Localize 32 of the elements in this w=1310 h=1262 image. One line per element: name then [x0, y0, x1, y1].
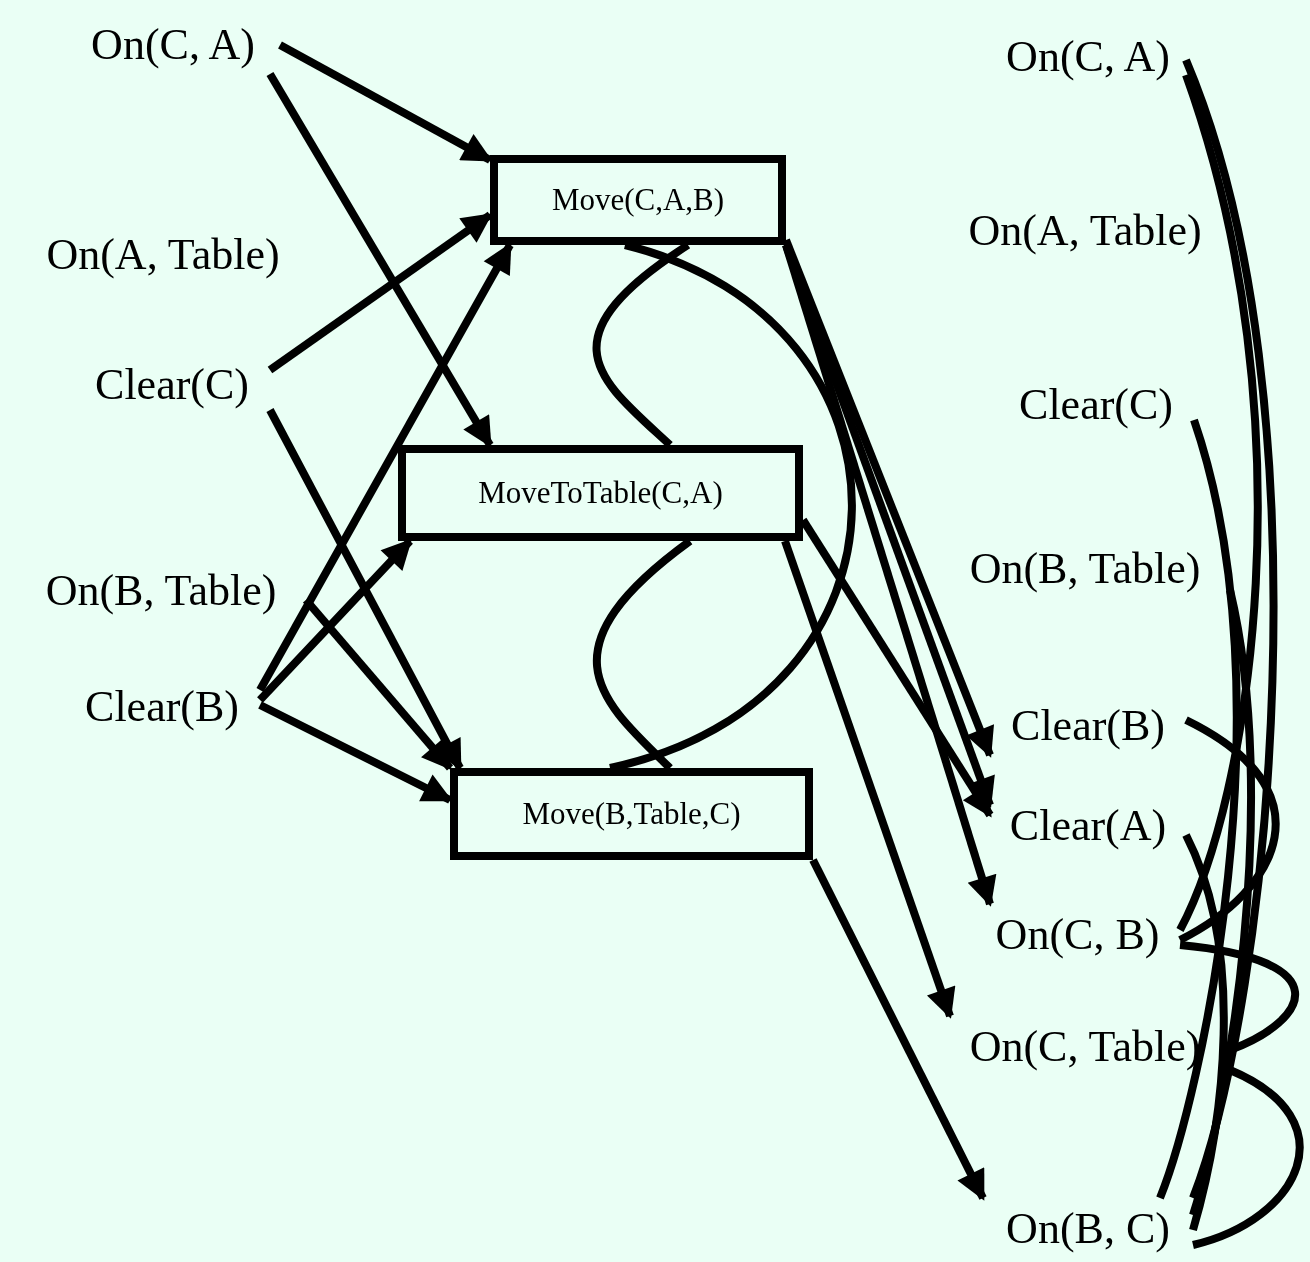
arrow [302, 597, 454, 771]
proposition-label: Clear(A) [1009, 799, 1167, 851]
proposition-label: On(C, A) [91, 18, 255, 70]
action-box: Move(C,A,B) [490, 155, 786, 245]
mutex-line [1178, 716, 1280, 944]
proposition-label: On(C, Table) [969, 1020, 1201, 1072]
action-box: MoveToTable(C,A) [398, 445, 803, 541]
mutex-line [1191, 1066, 1304, 1249]
mutex-line [1189, 589, 1255, 1217]
proposition-label: On(B, Table) [969, 542, 1201, 594]
mutex-line [1179, 941, 1299, 1054]
mutex-line [1182, 833, 1228, 1232]
proposition-label: Clear(B) [85, 680, 239, 732]
proposition-label: On(B, C) [1006, 1202, 1170, 1254]
proposition-label: Clear(B) [1011, 699, 1165, 751]
arrow [266, 408, 464, 771]
mutex-line [1182, 58, 1278, 1200]
arrow [781, 539, 956, 1019]
arrow [782, 243, 997, 907]
action-box: Move(B,Table,C) [450, 768, 813, 860]
proposition-label: Clear(C) [1019, 378, 1173, 430]
proposition-label: On(B, Table) [45, 564, 277, 616]
proposition-label: On(C, B) [995, 908, 1160, 960]
arrow [278, 41, 493, 164]
proposition-label: Clear(C) [95, 358, 249, 410]
arrow [809, 858, 987, 1201]
proposition-label: On(A, Table) [46, 228, 280, 280]
arrow [266, 71, 494, 448]
proposition-label: On(C, A) [1006, 30, 1170, 82]
mutex-line [1176, 73, 1262, 932]
proposition-label: On(A, Table) [968, 204, 1202, 256]
mutex-line [1156, 418, 1241, 1200]
